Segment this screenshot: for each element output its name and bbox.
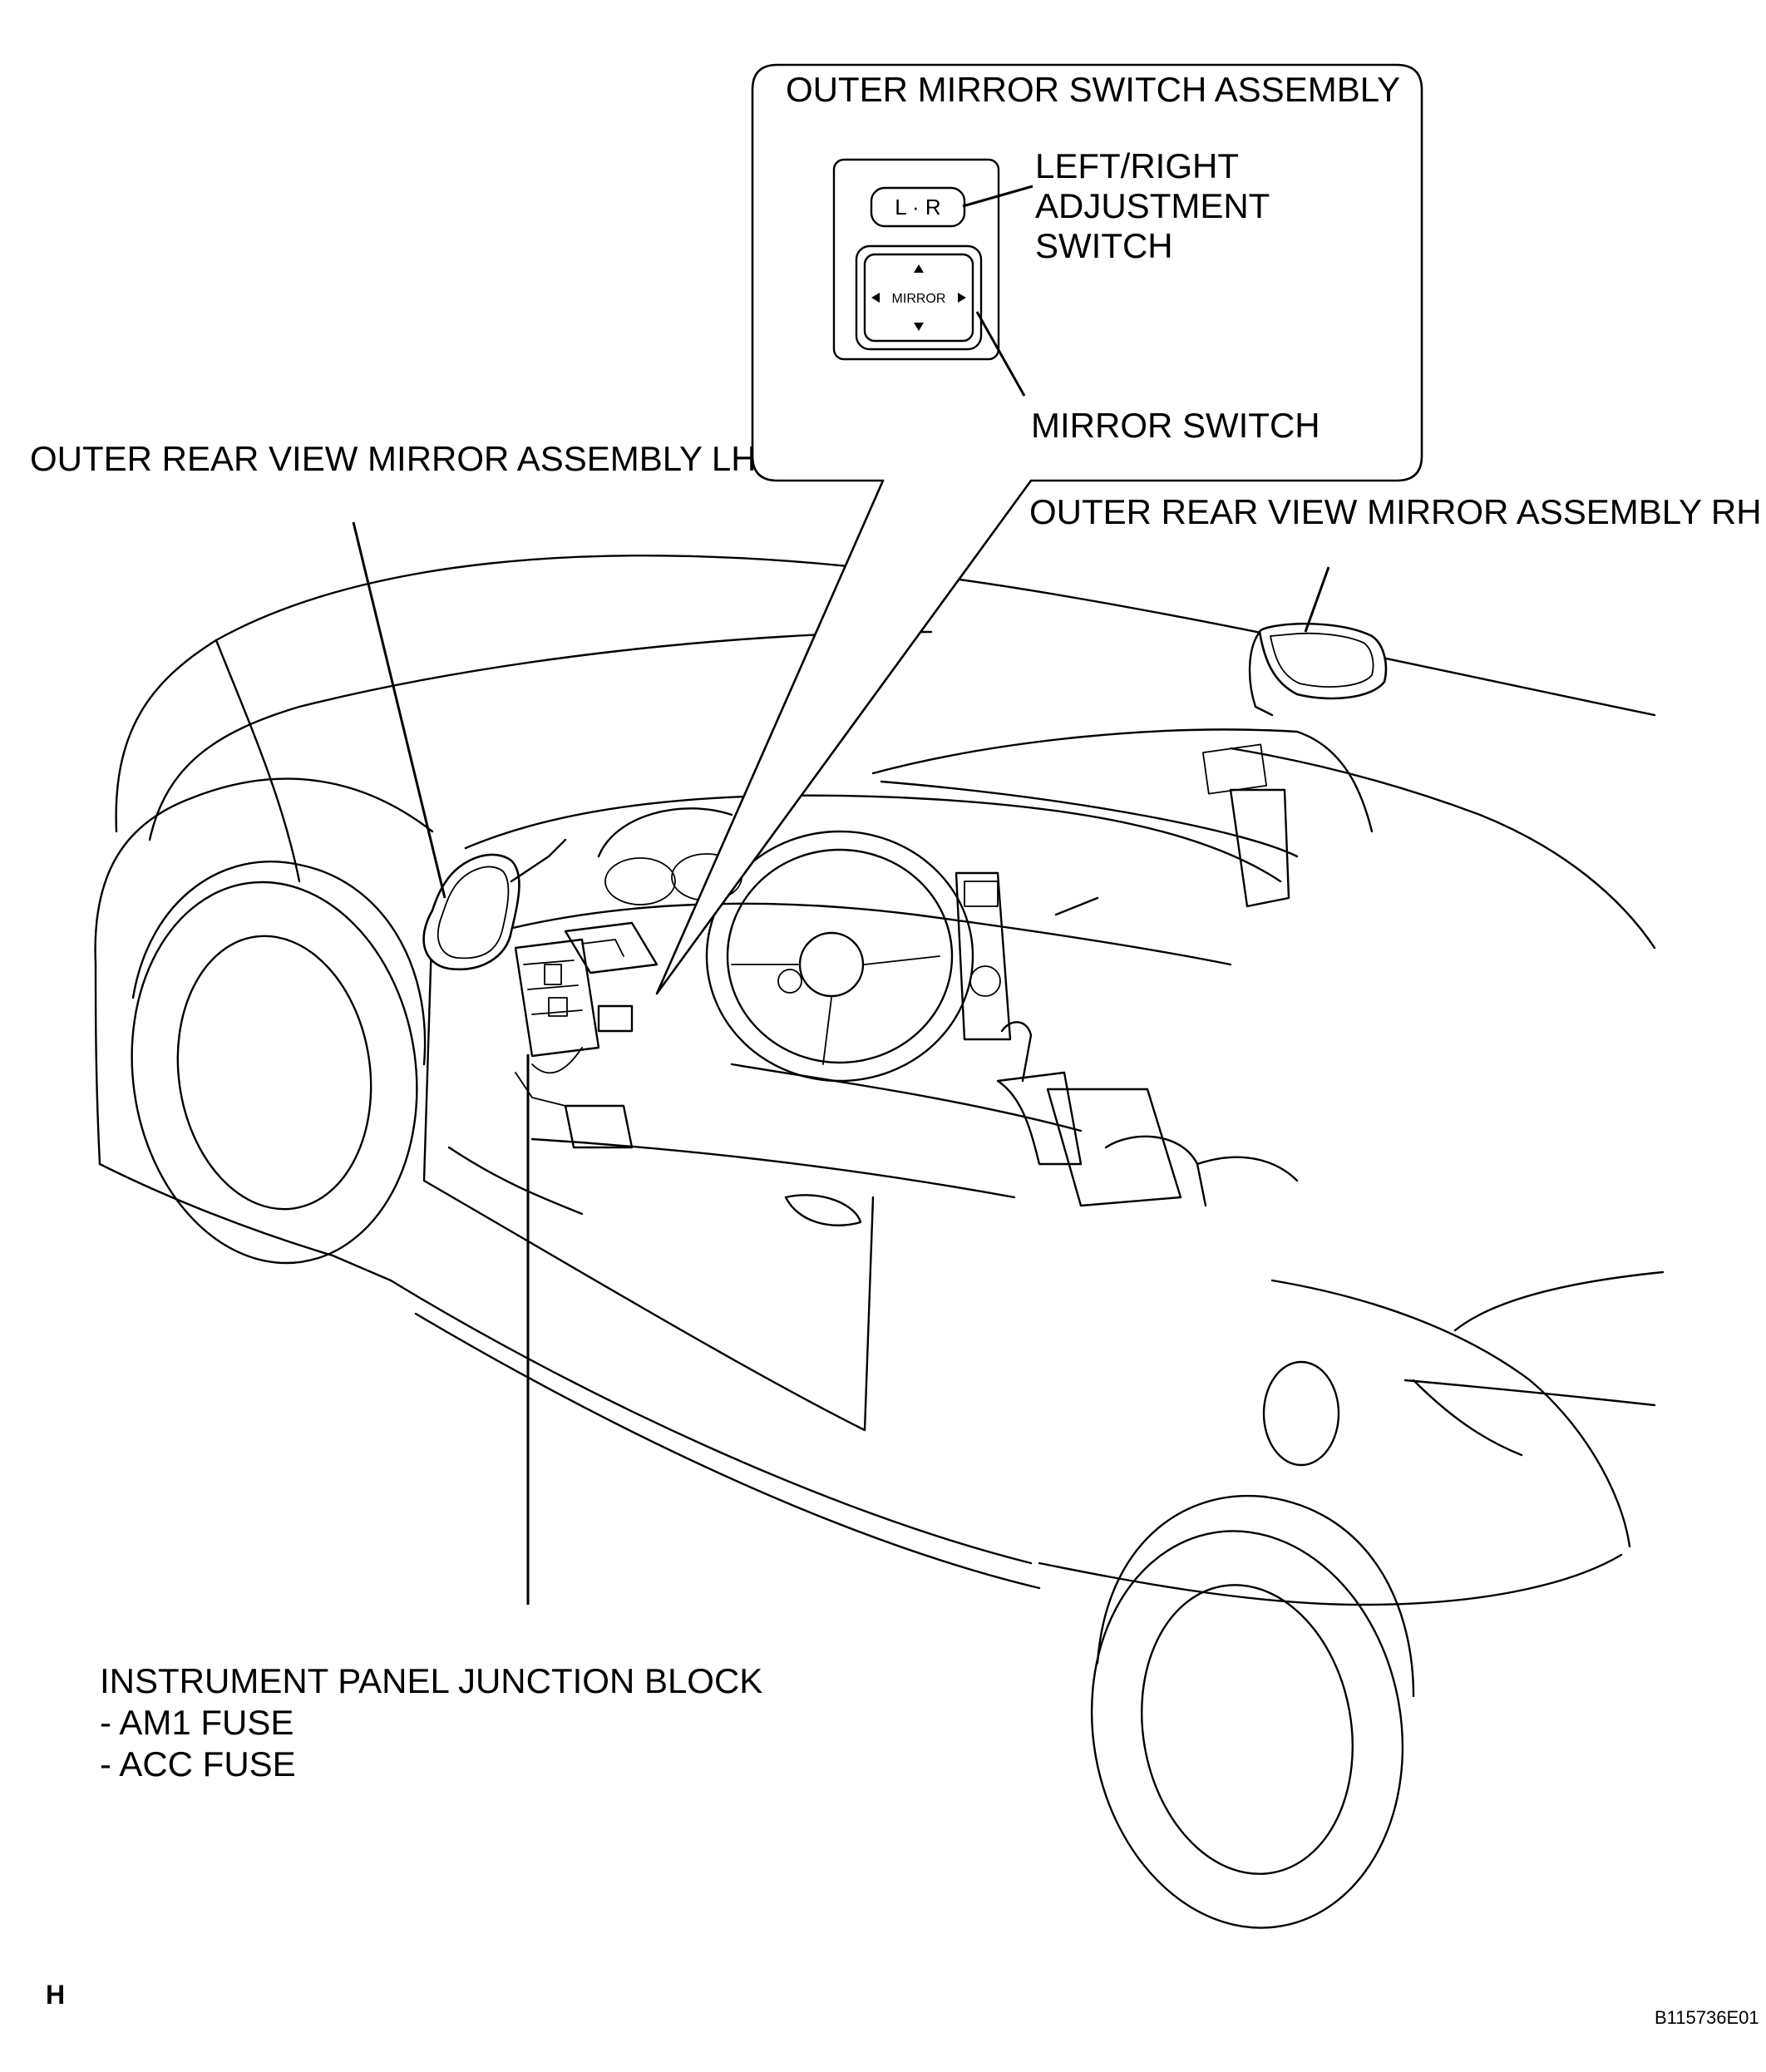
arrow-right-icon bbox=[958, 293, 966, 303]
label-acc-fuse: - ACC FUSE bbox=[100, 1744, 296, 1783]
switch-panel bbox=[832, 158, 1000, 361]
label-am1-fuse: - AM1 FUSE bbox=[100, 1703, 294, 1742]
label-mirror-lh: OUTER REAR VIEW MIRROR ASSEMBLY LH bbox=[30, 439, 757, 478]
car-body-outline bbox=[94, 555, 1665, 1929]
lr-label-line-1: LEFT/RIGHT bbox=[1035, 146, 1239, 185]
mirror-switch-face: MIRROR bbox=[892, 292, 946, 306]
leader-mirror-lh bbox=[352, 521, 446, 899]
leader-mirror-rh bbox=[1304, 566, 1330, 633]
lr-switch bbox=[870, 186, 966, 228]
callout-border bbox=[655, 63, 1423, 995]
arrow-up-icon bbox=[914, 264, 924, 273]
lr-switch-face: L · R bbox=[895, 195, 940, 220]
mirror-switch-label: MIRROR SWITCH bbox=[1031, 406, 1320, 445]
mirror-lh-illustration bbox=[422, 838, 567, 971]
arrow-left-icon bbox=[871, 293, 880, 303]
arrow-down-icon bbox=[914, 323, 924, 331]
dashboard-interior bbox=[447, 743, 1299, 1216]
footer-left-mark: H bbox=[46, 1980, 65, 2010]
label-junction-block: INSTRUMENT PANEL JUNCTION BLOCK bbox=[100, 1661, 762, 1700]
callout-title: OUTER MIRROR SWITCH ASSEMBLY bbox=[786, 70, 1400, 109]
figure-code: B115736E01 bbox=[1655, 2007, 1759, 2028]
mirror-switch bbox=[855, 244, 983, 351]
label-mirror-rh: OUTER REAR VIEW MIRROR ASSEMBLY RH bbox=[1029, 492, 1762, 531]
lr-label-line-2: ADJUSTMENT bbox=[1035, 186, 1270, 225]
lr-label-line-3: SWITCH bbox=[1035, 226, 1173, 265]
junction-block-illustration bbox=[514, 921, 659, 1074]
mirror-rh-illustration bbox=[1248, 622, 1388, 717]
switch-assembly-callout: OUTER MIRROR SWITCH ASSEMBLY L · R MIRRO… bbox=[655, 63, 1423, 995]
